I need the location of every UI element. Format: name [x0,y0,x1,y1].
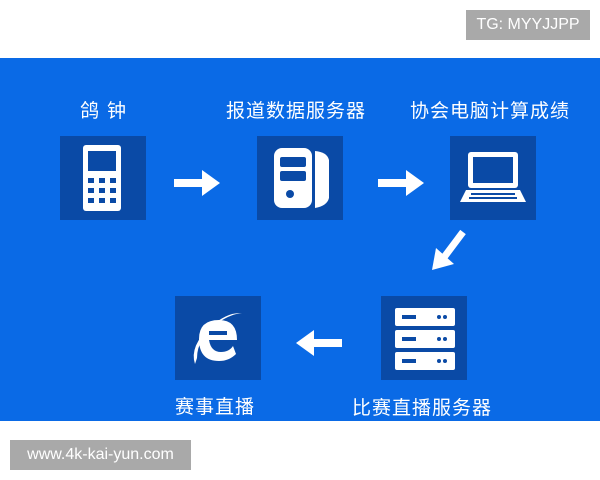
node-live-server [381,296,467,380]
label-report-server: 报道数据服务器 [226,100,367,122]
internet-explorer-icon [193,313,243,364]
label-association-pc: 协会电脑计算成绩 [410,100,571,122]
node-live-stream [175,296,261,380]
watermark-bottom: www.4k-kai-yun.com [10,440,191,470]
label-live-server: 比赛直播服务器 [352,397,493,419]
server-tower-icon [274,148,329,208]
watermark-top: TG: MYYJJPP [466,10,590,40]
arrow-left-icon [296,330,342,356]
node-report-server [257,136,343,220]
label-live-stream: 赛事直播 [175,396,256,418]
mobile-phone-icon [83,145,121,211]
arrow-right-icon [378,170,424,196]
arrow-right-icon [174,170,220,196]
laptop-icon [460,152,526,202]
node-association-pc [450,136,536,220]
label-pigeon-clock: 鸽 钟 [80,100,128,122]
node-pigeon-clock [60,136,146,220]
server-rack-icon [395,308,455,370]
flow-diagram-panel: 鸽 钟 报道数据服务器 协会电脑计算成绩 [0,58,600,421]
arrow-down-left-icon [432,229,466,270]
